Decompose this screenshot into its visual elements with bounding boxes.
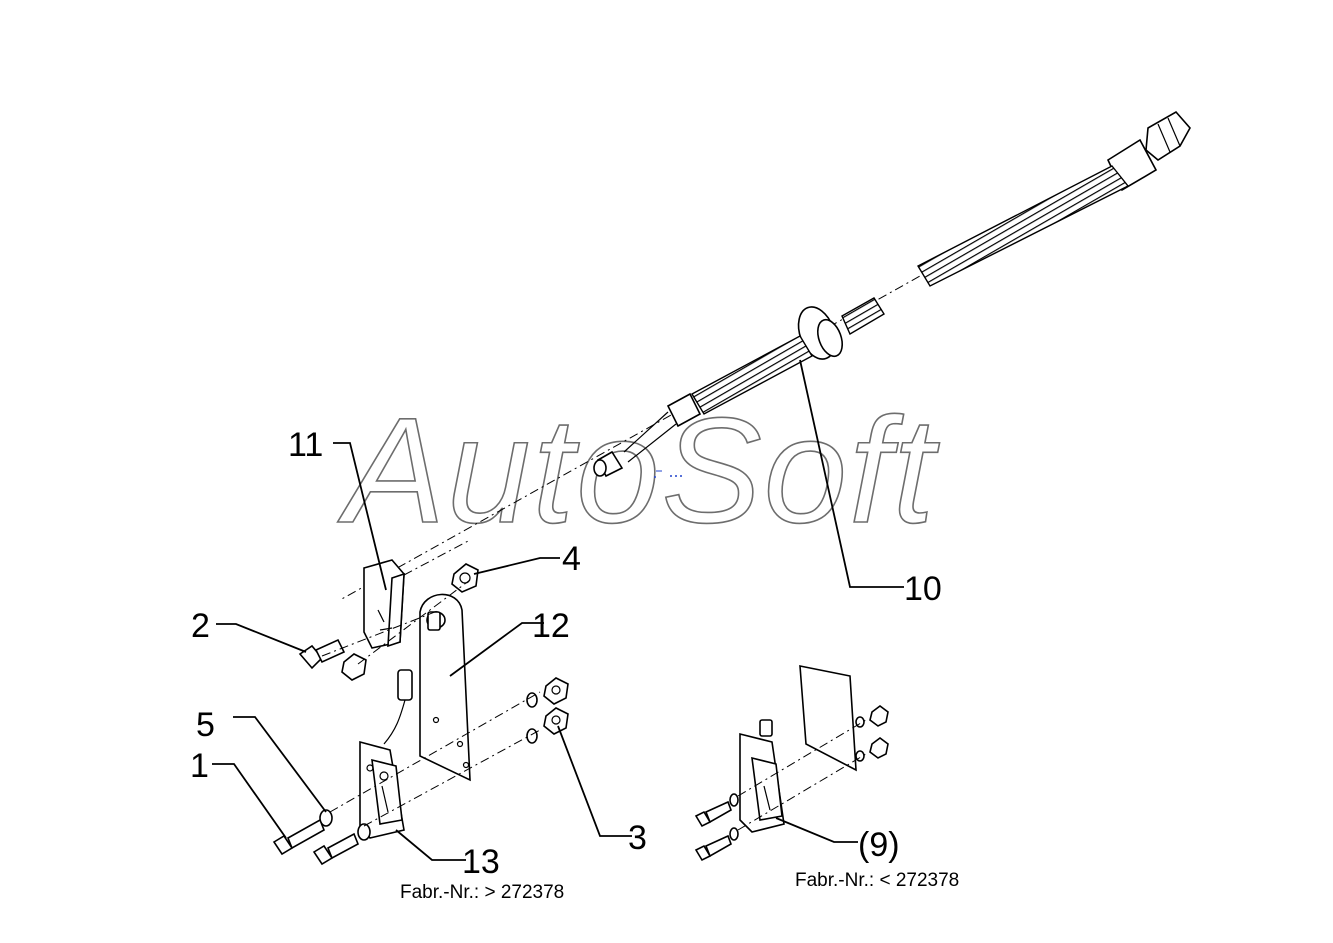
callout-11: 11 (288, 426, 323, 464)
callout-12: 12 (532, 607, 570, 645)
bowden-cable (339, 110, 1191, 601)
serial-note-right: Fabr.-Nr.: < 272378 (795, 870, 959, 891)
callout-5: 5 (196, 706, 215, 744)
callout-10: 10 (904, 570, 942, 608)
right-assembly (694, 665, 889, 862)
callout-3: 3 (628, 819, 647, 857)
callout-13: 13 (462, 843, 500, 881)
callout-2: 2 (191, 607, 210, 645)
callout-9: (9) (858, 826, 900, 864)
left-assembly (272, 539, 569, 866)
callout-1: 1 (190, 747, 209, 785)
serial-note-left: Fabr.-Nr.: > 272378 (400, 882, 564, 903)
watermark-text: AutoSoft (337, 386, 940, 554)
leader-lines (212, 359, 904, 861)
callout-4: 4 (562, 540, 581, 578)
